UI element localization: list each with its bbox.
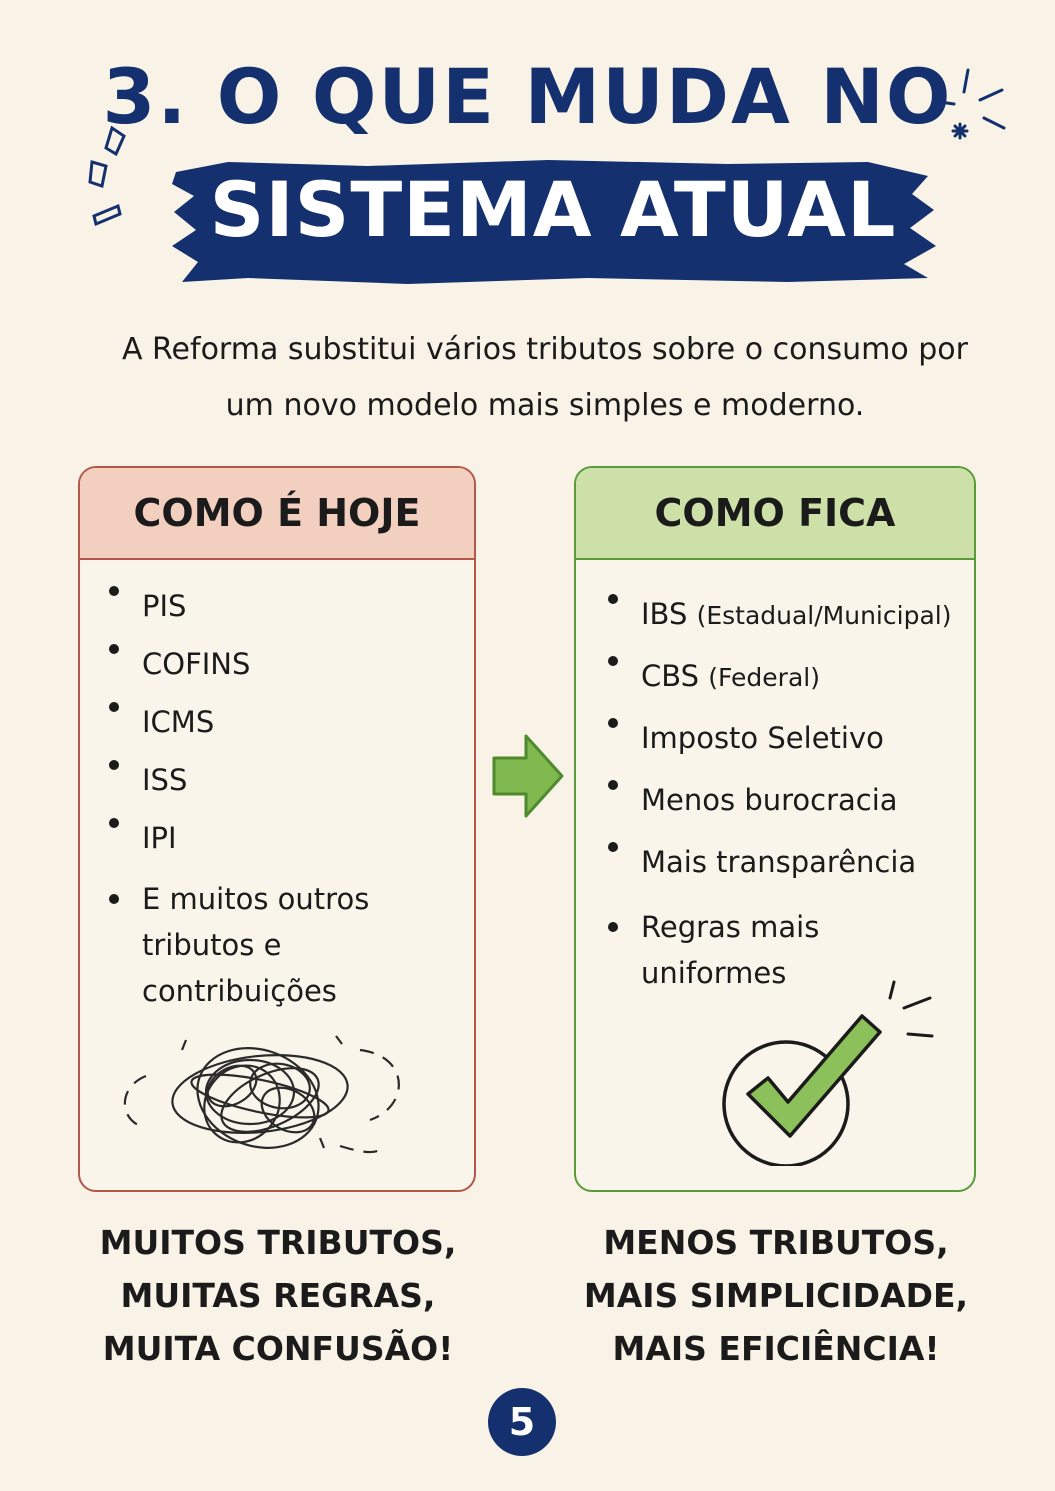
caption-current-system: MUITOS TRIBUTOS, MUITAS REGRAS, MUITA CO… [99,1223,457,1368]
current-tax-list: PIS COFINS ICMS ISS IPI E muitos outros … [109,586,462,1014]
list-item: PIS [109,586,462,644]
list-item: ICMS [109,702,462,760]
bullet-icon [109,586,119,596]
list-item: IBS (Estadual/Municipal) [608,594,971,656]
list-item: ISS [109,760,462,818]
sparkle-right-icon [938,68,1006,140]
title-brush-banner [172,160,936,284]
caption-new-system: MENOS TRIBUTOS, MAIS SIMPLICIDADE, MAIS … [583,1223,969,1368]
bullet-icon [109,760,119,770]
check-circle-icon [722,980,934,1166]
bullet-icon [608,718,618,728]
page-title-line1: 3. O QUE MUDA NO [102,52,953,141]
list-item: Menos burocracia [608,780,971,842]
bullet-icon [608,842,618,852]
page-title-line2: SISTEMA ATUAL [209,165,897,254]
card-new-system: COMO FICA [574,466,976,1192]
list-item: Mais transparência [608,842,971,904]
bullet-icon [608,780,618,790]
list-item: Regras mais uniformes [608,904,821,996]
scribble-tangle-icon [123,1035,400,1154]
list-item: COFINS [109,644,462,702]
bullet-icon [608,922,618,932]
intro-text: A Reforma substitui vários tributos sobr… [122,332,968,423]
bullet-icon [608,656,618,666]
list-item: Imposto Seletivo [608,718,971,780]
new-tax-list: IBS (Estadual/Municipal) CBS (Federal) I… [608,594,971,996]
bullet-icon [608,594,618,604]
bullet-icon [109,644,119,654]
bullet-icon [109,818,119,828]
card-new-heading: COMO FICA [576,468,974,560]
sparkle-left-icon [88,125,126,227]
page-number-badge: 5 [488,1388,556,1456]
list-item: E muitos outros tributos e contribuições [109,876,462,1014]
list-item: CBS (Federal) [608,656,971,718]
card-current-heading: COMO É HOJE [80,468,474,560]
list-item: IPI [109,818,462,876]
right-arrow-icon [492,734,564,818]
bullet-icon [109,894,119,904]
bullet-icon [109,702,119,712]
